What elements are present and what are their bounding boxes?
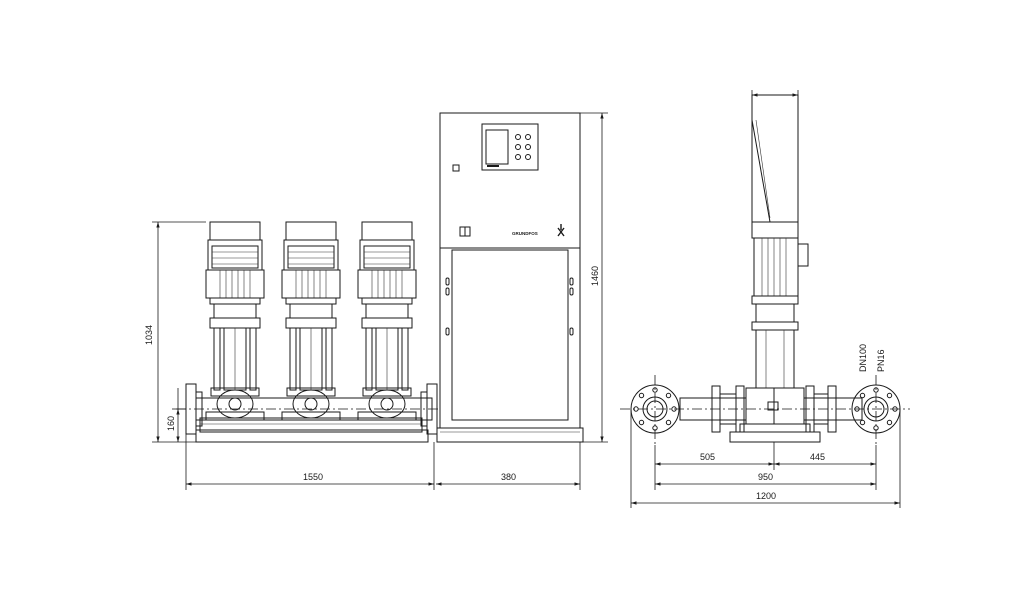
- pump-unit-3: [357, 221, 417, 419]
- grundfos-logo: GRUNDFOS: [512, 224, 565, 237]
- dim-height-pumps: 1034: [144, 325, 154, 345]
- control-cabinet: GRUNDFOS: [436, 112, 584, 443]
- dim-height-pipe-axis: 160: [166, 416, 176, 431]
- pump-unit-2: [281, 221, 341, 419]
- controller-display: [481, 123, 539, 171]
- dimension-lines: [152, 90, 901, 508]
- pump-unit-1: [205, 221, 265, 419]
- dim-side-left: 505: [700, 452, 715, 462]
- dim-side-overall: 1200: [756, 491, 776, 501]
- front-view-pumps: [176, 221, 440, 443]
- indicator-lamp: [452, 164, 460, 172]
- dim-height-cabinet: 1460: [590, 266, 600, 286]
- dim-width-cabinet: 380: [501, 472, 516, 482]
- dim-side-right: 445: [810, 452, 825, 462]
- dim-side-flange-span: 950: [758, 472, 773, 482]
- dim-width-pumps: 1550: [303, 472, 323, 482]
- flange-pn-label: PN16: [876, 349, 886, 372]
- side-view: [620, 94, 910, 445]
- flange-dn-label: DN100: [858, 344, 868, 372]
- grundfos-logo-text: GRUNDFOS: [512, 231, 538, 236]
